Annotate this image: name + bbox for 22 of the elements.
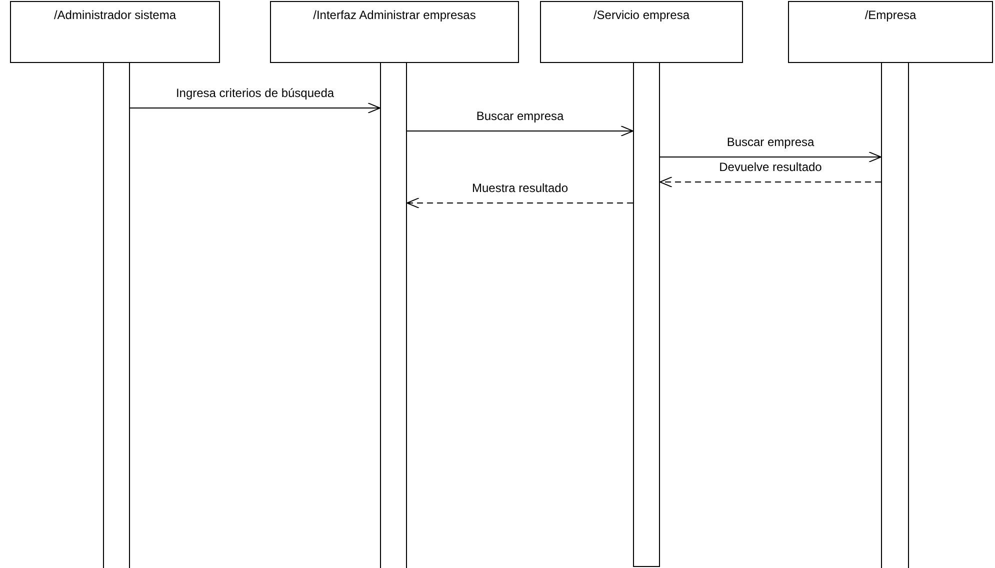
activation-bar [380,62,407,568]
lifeline-header [10,1,220,63]
message-label: Devuelve resultado [719,160,822,174]
activation-bar [633,62,660,567]
return-message-arrow [660,176,882,188]
message-label: Buscar empresa [726,135,814,149]
lifeline-name: /Servicio empresa [593,8,690,22]
lifeline-name: /Administrador sistema [54,8,176,22]
lifeline-name: /Empresa [864,8,916,22]
lifeline-header [540,1,743,63]
activation-bar [103,62,130,568]
activation-bar [881,62,909,568]
lifeline-header [270,1,519,63]
message-arrow [660,152,882,162]
lifeline-name: /Interfaz Administrar empresas [313,8,476,22]
message-arrow [406,126,634,136]
message-label: Ingresa criterios de búsqueda [176,86,334,100]
message-label: Buscar empresa [476,109,564,123]
message-arrow [130,102,380,114]
message-label: Muestra resultado [472,181,568,195]
return-message-arrow [406,198,634,208]
lifeline-header [788,1,993,63]
